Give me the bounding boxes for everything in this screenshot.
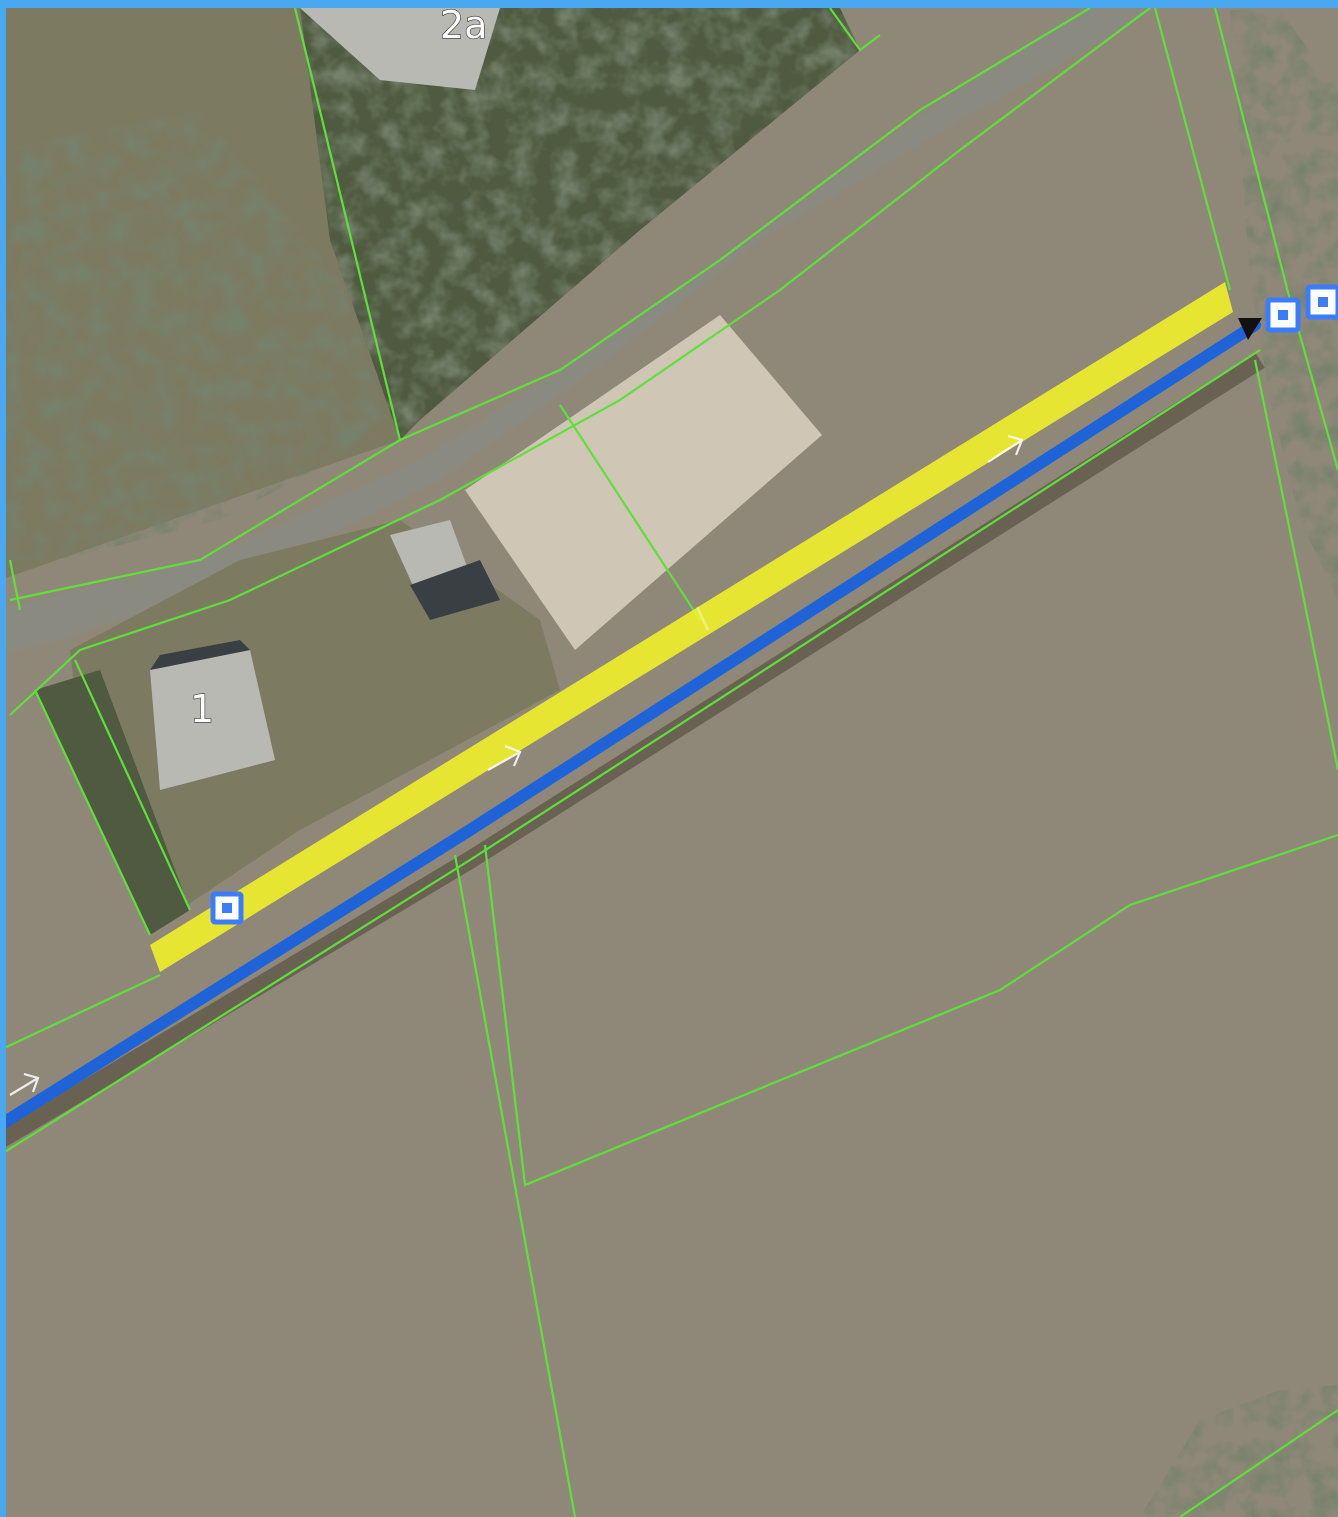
node-markers[interactable] [210, 284, 1338, 925]
way-direction-arrows [9, 434, 1024, 1096]
woodland-canopy-west [0, 110, 390, 560]
parcel-line[interactable] [34, 689, 151, 936]
house-1-roof [150, 650, 275, 790]
selection-highlight[interactable] [150, 282, 1233, 972]
parcel-line[interactable] [0, 349, 1261, 1156]
way-direction-arrowhead [1238, 318, 1262, 340]
way-line[interactable] [0, 319, 1261, 1131]
window-frame-left [0, 0, 6, 1517]
parcel-line[interactable] [8, 559, 22, 611]
house-number-label: 1 [190, 687, 214, 731]
parcel-line[interactable] [293, 7, 402, 441]
hedge-strip-west [35, 670, 190, 935]
direction-arrow [987, 434, 1024, 463]
parcel-line[interactable] [1179, 1409, 1338, 1517]
parcel-boundaries [0, 7, 1338, 1517]
window-frame-top [0, 0, 1338, 8]
direction-arrow [9, 1072, 40, 1096]
node-marker-inner [222, 903, 232, 913]
parcel-line[interactable] [483, 833, 1338, 1187]
direction-arrow [487, 744, 522, 771]
sand-arena [465, 315, 822, 650]
outbuilding-dark [410, 560, 500, 620]
building-2a [300, 8, 500, 90]
parcel-line[interactable] [1253, 359, 1338, 771]
trees-southeast [1140, 1385, 1338, 1517]
road-surface [0, 8, 1160, 655]
parcel-line[interactable] [1153, 7, 1232, 291]
parcel-line[interactable] [453, 854, 577, 1517]
selection-divider [695, 606, 710, 631]
parcel-line[interactable] [0, 974, 161, 1051]
house-number-label: 2a [440, 3, 487, 47]
parcel-line[interactable] [9, 7, 1091, 602]
node-marker-inner [1278, 310, 1288, 320]
house-1-annex [150, 640, 250, 670]
tree-canopy-north [300, 8, 860, 440]
node-marker-inner [1318, 297, 1328, 307]
parcel-line[interactable] [74, 659, 191, 911]
parcel-line[interactable] [9, 7, 1151, 716]
parcel-line[interactable] [559, 404, 701, 621]
parcel-line[interactable] [829, 7, 881, 52]
